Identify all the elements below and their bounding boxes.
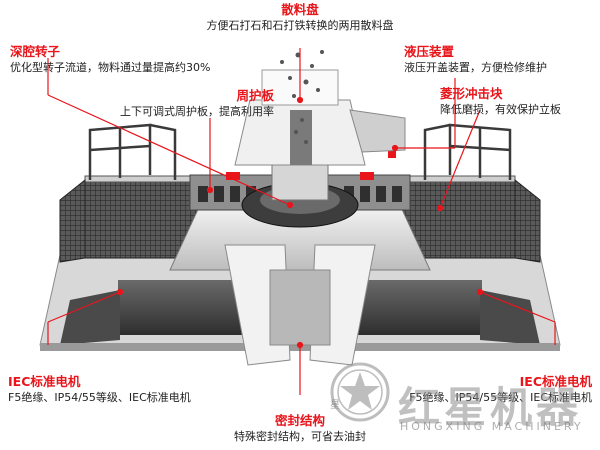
callout-rotor-title: 深腔转子 [10,44,61,59]
callout-leaders [47,48,556,395]
watermark-brand-en: HONGXING MACHINERY [400,420,584,433]
lower-frames [224,244,376,366]
callout-motor-left-desc: F5绝缘、IP54/55等级、IEC标准电机 [8,391,191,404]
callout-seal-title: 密封结构 [274,413,325,428]
watermark-seal-char: 星 [330,400,340,411]
callout-motor-left: IEC标准电机 F5绝缘、IP54/55等级、IEC标准电机 [8,374,191,405]
callout-hydraulic: 液压装置 液压开盖装置，方便检修维护 [404,44,547,75]
callout-seal-desc: 特殊密封结构，可省去油封 [234,430,366,443]
right-railing [423,123,512,180]
callout-guard-desc: 上下可调式周护板，提高利用率 [120,105,274,118]
top-housing [234,69,406,166]
callout-rotor-desc: 优化型转子流道，物料通过量提高约30% [10,61,211,74]
callout-hydraulic-title: 液压装置 [404,44,455,59]
callout-guard-title: 周护板 [236,88,274,103]
callout-hydraulic-desc: 液压开盖装置，方便检修维护 [404,61,547,74]
callout-motor-right-desc: F5绝缘、IP54/55等级、IEC标准电机 [409,391,592,404]
crusher-body [169,148,431,271]
callout-motor-right: IEC标准电机 F5绝缘、IP54/55等级、IEC标准电机 [409,374,592,405]
callout-guard: 周护板 上下可调式周护板，提高利用率 [120,88,274,119]
callout-distributor: 散料盘 方便石打石和石打铁转换的两用散料盘 [200,2,400,33]
callout-impact-block-title: 菱形冲击块 [440,86,503,101]
watermark-seal [330,362,390,422]
callout-motor-right-title: IEC标准电机 [519,374,592,389]
callout-impact-block-desc: 降低磨损，有效保护立板 [440,103,561,116]
callout-motor-left-title: IEC标准电机 [8,374,81,389]
callout-rotor: 深腔转子 优化型转子流道，物料通过量提高约30% [10,44,210,75]
feed-stones [280,50,324,144]
callout-distributor-title: 散料盘 [281,2,319,17]
callout-distributor-desc: 方便石打石和石打铁转换的两用散料盘 [206,19,394,32]
watermark-brand-name: 红星机器 [398,383,583,432]
callout-seal: 密封结构 特殊密封结构，可省去油封 [200,413,400,444]
callout-impact-block: 菱形冲击块 降低磨损，有效保护立板 [440,86,561,117]
